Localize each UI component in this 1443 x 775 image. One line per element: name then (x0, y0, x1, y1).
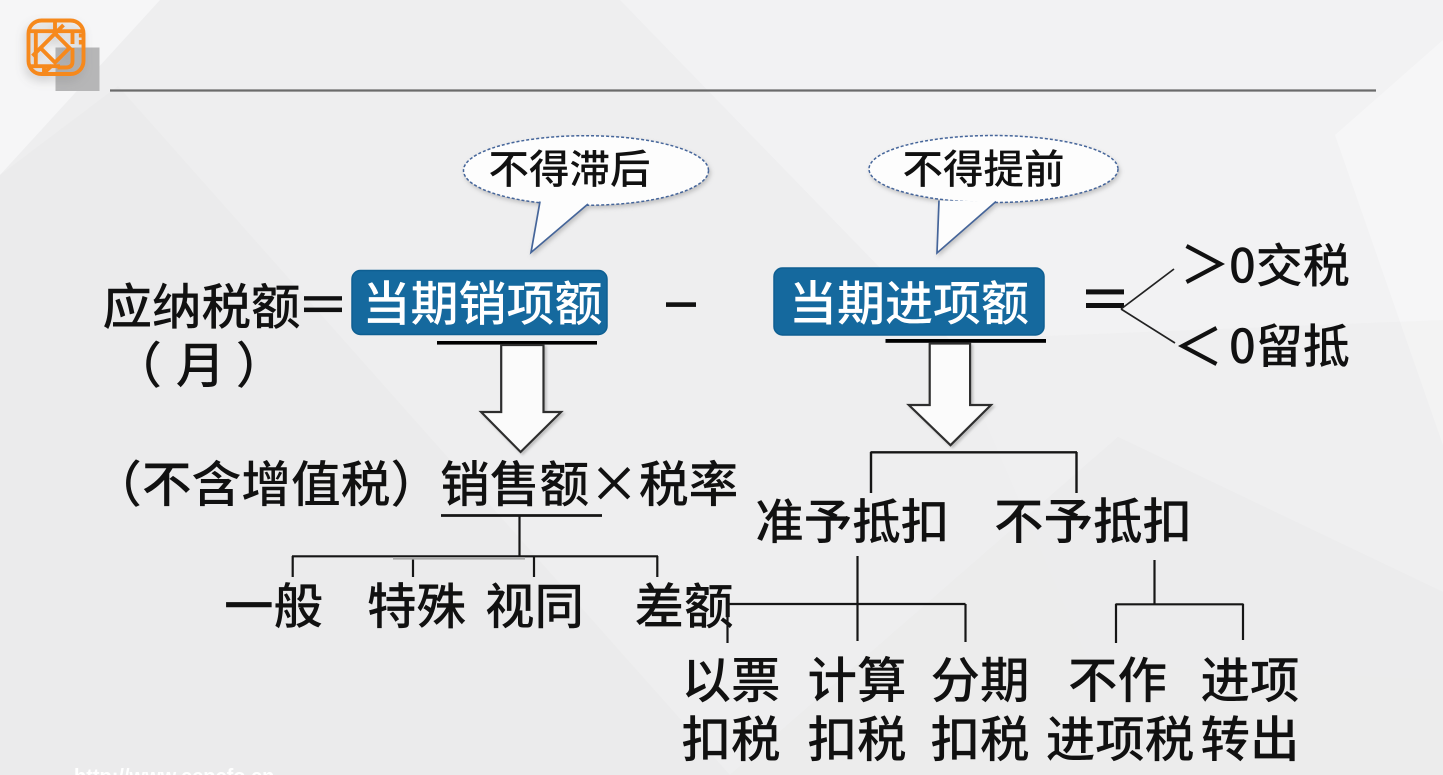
svg-text:http://www.ccpcfo.cn: http://www.ccpcfo.cn (74, 766, 274, 775)
